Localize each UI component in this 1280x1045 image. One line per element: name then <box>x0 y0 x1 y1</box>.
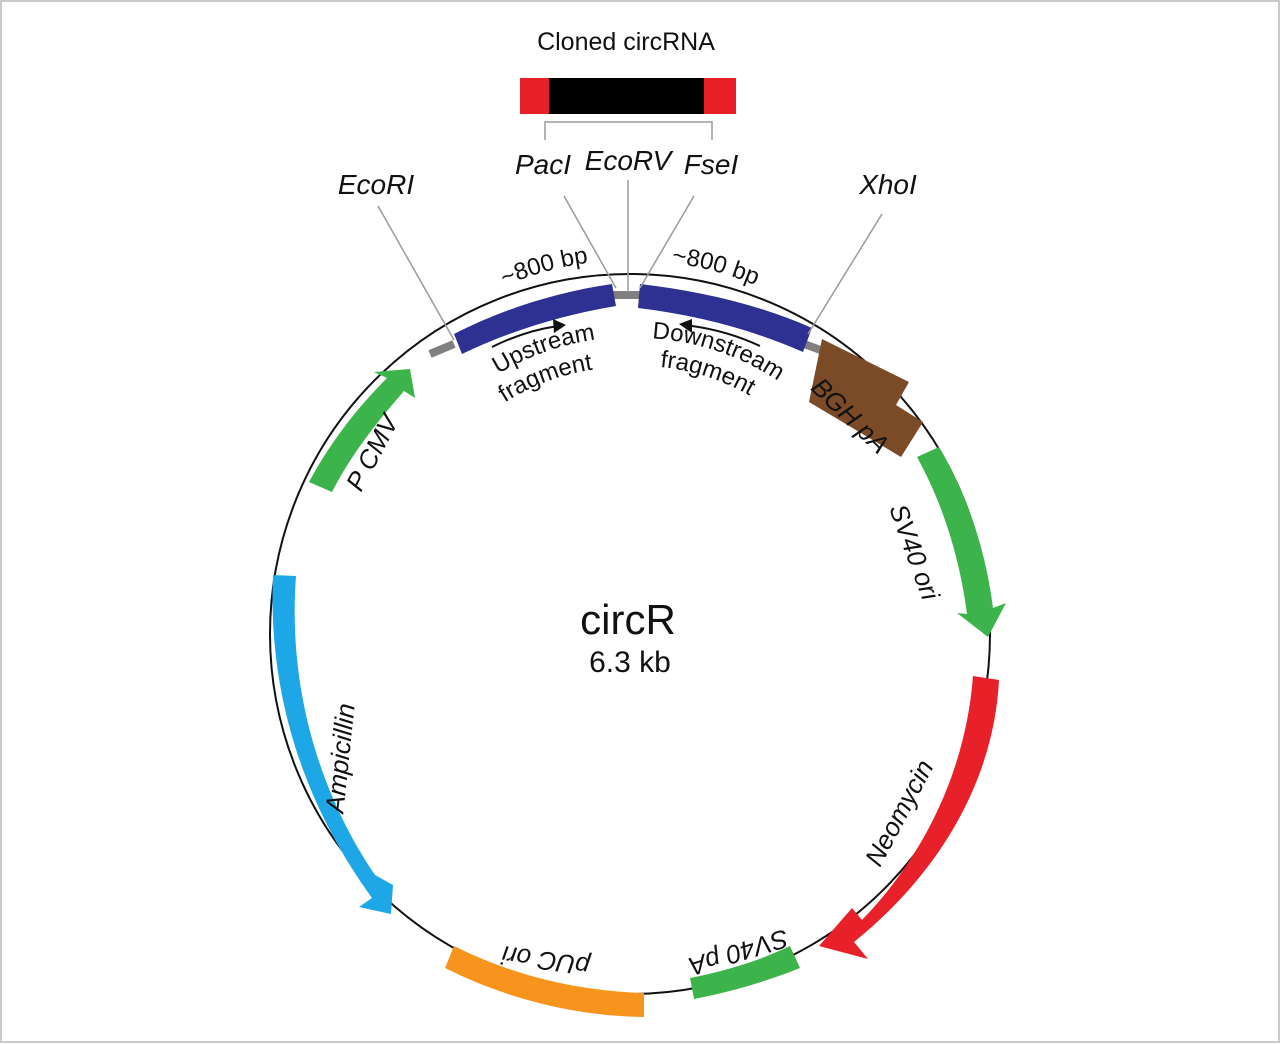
ampicillin-feature <box>272 575 393 914</box>
insert-bracket <box>544 121 713 140</box>
downstream-size-label: ~800 bp <box>671 242 764 291</box>
neomycin-feature <box>819 676 999 959</box>
paci-leader-line <box>563 195 617 289</box>
feature-label-sv40-ori: SV40 ori <box>883 500 946 605</box>
upstream-fragment-bar <box>454 284 616 354</box>
sv40-ori-feature <box>917 447 1006 637</box>
plasmid-name: circR <box>580 596 676 643</box>
plasmid-size: 6.3 kb <box>589 646 671 679</box>
bgh-pa-feature <box>809 339 923 457</box>
downstream-arrowhead <box>679 319 692 333</box>
insert-title: Cloned circRNA <box>537 28 715 56</box>
upstream-direction-arrow <box>491 325 559 348</box>
downstream-direction-arrow <box>691 325 761 347</box>
xhoi-leader-line <box>807 213 883 335</box>
connector-left <box>428 340 456 358</box>
downstream-fragment-bar <box>638 284 812 352</box>
site-label-ecorv: EcoRV <box>585 145 674 176</box>
site-label-paci: PacI <box>515 149 571 180</box>
sv40-pa-feature <box>690 946 800 999</box>
feature-label-ampicillin: Ampicillin <box>319 702 361 816</box>
ecori-leader-line <box>377 205 455 341</box>
site-label-xhoi: XhoI <box>858 169 917 200</box>
p-cmv-feature <box>309 369 415 492</box>
site-label-fsei: FseI <box>684 149 739 180</box>
fsei-leader-line <box>639 195 695 289</box>
site-label-ecori: EcoRI <box>338 169 414 200</box>
upstream-arrowhead <box>553 319 566 333</box>
puc-ori-feature <box>445 946 644 1017</box>
insert-bar-core <box>549 78 704 114</box>
